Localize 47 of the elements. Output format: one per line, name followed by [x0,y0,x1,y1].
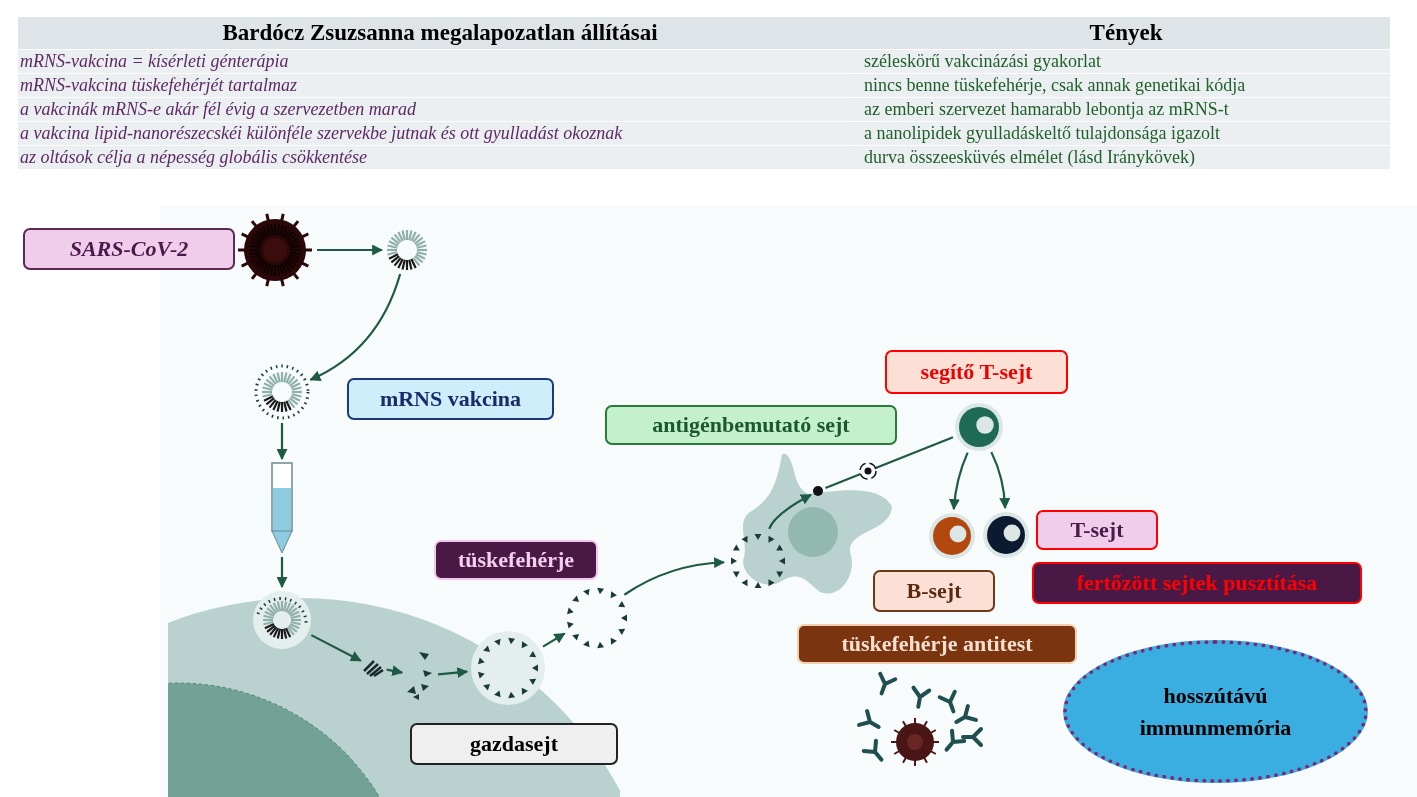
arrow [542,632,566,648]
fact-text: nincs benne tüskefehérje, csak annak genetikai kódja [862,73,1390,98]
ribosome-drawing [362,657,384,677]
fact-text: durva összeesküvés elmélet (lásd Iránykövek) [862,145,1390,170]
fact-text: a nanolipidek gyulladáskeltő tulajdonsága igazolt [862,121,1390,146]
label-tag: antigénbemutató sejt [605,405,897,445]
helper-t-cell-drawing [954,402,1004,452]
label-tag: SARS-CoV-2 [23,228,235,270]
claim-text: mRNS-vakcina = kísérleti génterápia [18,49,862,74]
label-tag: B-sejt [873,570,995,612]
arrow [309,273,402,381]
claim-text: az oltások célja a népesség globális csökkentése [18,145,862,170]
arrow [768,493,812,530]
label-tag: gazdasejt [410,723,618,765]
arrow [437,667,469,679]
arrow [623,557,726,596]
label-tag: tüskefehérje antitest [797,624,1077,664]
claim-text: a vakcinák mRNS-e akár fél évig a szervezetben marad [18,97,862,122]
label-tag: segítő T-sejt [885,350,1068,394]
vaccine-particle-drawing [254,364,310,420]
spike-vesicle-drawing [470,630,546,706]
fact-text: az emberi szervezet hamarabb lebontja az mRNS-t [862,97,1390,122]
claim-text: mRNS-vakcina tüskefehérjét tartalmaz [18,73,862,98]
host-cell-drawing [168,588,620,797]
arrow [990,451,1011,510]
mrna-ring-drawing [385,228,429,272]
virus-drawing [236,211,314,289]
label-tag: T-sejt [1036,510,1158,550]
connector-line [825,436,954,490]
arrow [276,557,288,589]
label-tag: tüskefehérje [434,540,598,580]
b-cell-drawing [928,512,976,560]
arrow [317,244,384,256]
syringe-drawing [269,462,295,554]
arrow [276,423,288,461]
arrow [386,665,404,677]
column-heading: Tények [862,17,1390,50]
column-heading: Bardócz Zsuzsanna megalapozatlan állításai [18,17,862,50]
vaccine-particle-drawing [252,590,312,650]
claim-text: a vakcina lipid-nanorészecskéi különféle szervekbe jutnak és ott gyulladást okoznak [18,121,862,146]
arrow [310,634,362,662]
arrow [949,452,969,511]
t-cell-drawing [982,511,1030,559]
dot-icon [813,486,823,496]
label-tag: fertőzött sejtek pusztítása [1032,562,1362,604]
fact-text: széleskörű vakcinázási gyakorlat [862,49,1390,74]
label-tag: mRNS vakcina [347,378,554,420]
